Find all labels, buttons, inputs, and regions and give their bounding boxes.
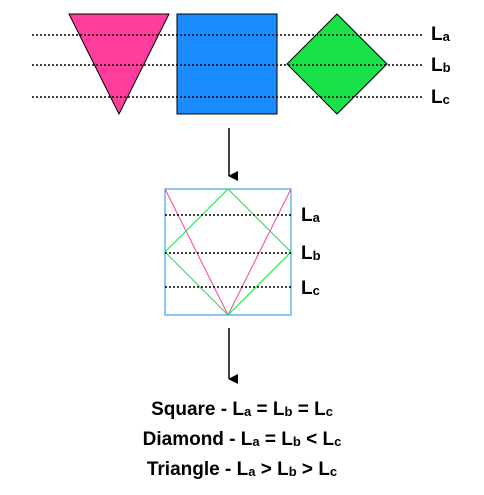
top-label-c: Lc: [431, 88, 450, 107]
term: L: [272, 399, 285, 420]
equation-square-sep: -: [215, 399, 233, 420]
term: L: [281, 429, 293, 450]
overlay-triangle-outline: [164, 188, 292, 317]
operator: >: [255, 459, 278, 480]
term-sub: b: [292, 434, 301, 449]
term-sub: a: [252, 434, 260, 449]
overlay-square-outline: [164, 188, 292, 316]
equation-triangle-sep: -: [219, 459, 237, 480]
operator: =: [251, 399, 273, 420]
term: L: [318, 459, 330, 480]
term-sub: a: [243, 404, 252, 419]
overlay-label-c: Lc: [301, 279, 320, 298]
equation-diamond-name: Diamond: [142, 429, 224, 450]
pink-triangle: [68, 13, 170, 116]
term: L: [236, 459, 249, 480]
operator: =: [292, 399, 315, 420]
top-label-a: La: [431, 25, 450, 44]
green-diamond: [286, 13, 388, 115]
equation-diamond-sep: -: [223, 429, 241, 450]
top-label-c-main: L: [431, 87, 443, 108]
top-label-a-main: L: [431, 24, 443, 45]
overlay-label-c-sub: c: [312, 283, 320, 298]
overlay-label-c-main: L: [301, 278, 313, 299]
term-sub: c: [329, 464, 338, 479]
overlay-label-a: La: [301, 206, 320, 225]
term-sub: b: [288, 464, 297, 479]
term: L: [314, 399, 326, 420]
operator: =: [259, 429, 282, 450]
equation-triangle-name: Triangle: [146, 459, 220, 480]
overlay-label-a-main: L: [301, 205, 313, 226]
overlay-label-b-main: L: [301, 243, 313, 264]
term-sub: c: [325, 404, 333, 419]
top-label-b: Lb: [431, 56, 451, 75]
term: L: [232, 399, 244, 420]
blue-square: [176, 13, 278, 115]
equation-diamond: Diamond - La = Lb < Lc: [0, 430, 484, 449]
top-label-b-main: L: [431, 55, 443, 76]
overlay-label-b: Lb: [301, 244, 321, 263]
term-sub: c: [334, 434, 342, 449]
equation-square: Square - La = Lb = Lc: [0, 400, 484, 419]
term: L: [322, 429, 335, 450]
term: L: [240, 429, 253, 450]
term: L: [277, 459, 289, 480]
top-label-b-sub: b: [442, 60, 451, 75]
top-label-c-sub: c: [442, 92, 450, 107]
term-sub: b: [284, 404, 293, 419]
overlay-diamond-outline: [164, 188, 292, 316]
overlay-label-a-sub: a: [312, 210, 320, 225]
operator: >: [296, 459, 319, 480]
overlay-label-b-sub: b: [312, 248, 321, 263]
term-sub: a: [248, 464, 256, 479]
equation-square-name: Square: [151, 399, 216, 420]
operator: <: [300, 429, 323, 450]
top-label-a-sub: a: [442, 29, 450, 44]
equation-triangle: Triangle - La > Lb > Lc: [0, 460, 484, 479]
